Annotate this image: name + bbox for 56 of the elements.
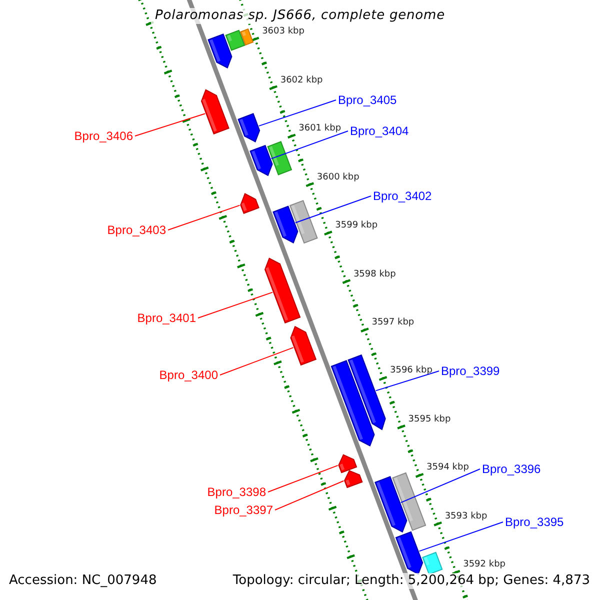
- gene-feature: [330, 360, 375, 447]
- gene-label: Bpro_3400: [159, 368, 218, 382]
- gene-feature: [338, 454, 358, 474]
- tick-label: 3593 kbp: [444, 512, 488, 522]
- gene-label: Bpro_3404: [350, 124, 409, 138]
- gene-feature: [238, 113, 260, 142]
- leader-line: [168, 204, 240, 230]
- tick-label: 3603 kbp: [262, 26, 304, 38]
- tick-label: 3592 kbp: [463, 560, 506, 571]
- gene-feature: [208, 33, 232, 69]
- leader-line: [400, 468, 480, 504]
- gene-label: Bpro_3399: [441, 364, 500, 378]
- gene-label: Bpro_3405: [338, 92, 397, 108]
- gene-feature: [392, 472, 426, 531]
- gene-feature: [344, 470, 363, 488]
- tick-label: 3598 kbp: [353, 269, 396, 280]
- gene-label: Bpro_3396: [482, 462, 541, 476]
- leader-line: [294, 196, 372, 224]
- tick-label: 3599 kbp: [335, 220, 378, 232]
- tick-label: 3601 kbp: [298, 124, 342, 135]
- leader-line: [418, 522, 504, 552]
- gene-feature: [289, 200, 318, 244]
- gene-feature: [374, 476, 408, 533]
- tick-label: 3595 kbp: [408, 414, 451, 426]
- gene-label: Bpro_3406: [74, 128, 133, 144]
- leader-line: [268, 464, 338, 492]
- leader-line: [375, 370, 440, 392]
- tick-label: 3597 kbp: [372, 318, 414, 328]
- gene-feature: [264, 258, 301, 324]
- gene-feature: [395, 531, 424, 575]
- gene-feature: [250, 144, 273, 176]
- gene-feature: [267, 141, 292, 176]
- leader-line: [134, 113, 206, 136]
- gene-label: Bpro_3397: [214, 502, 273, 518]
- tick-label: 3600 kbp: [316, 172, 360, 183]
- tick-label: 3596 kbp: [390, 366, 432, 377]
- leader-line: [274, 480, 344, 510]
- gene-feature: [240, 193, 260, 214]
- gene-feature: [225, 30, 246, 51]
- gene-label: Bpro_3403: [107, 222, 166, 238]
- gene-feature: [422, 552, 443, 575]
- gene-label: Bpro_3398: [207, 484, 266, 500]
- gene-feature: [200, 89, 230, 134]
- gene-feature: [290, 326, 317, 366]
- gene-feature: [240, 28, 254, 46]
- gene-label: Bpro_3402: [373, 188, 432, 204]
- gene-label: Bpro_3401: [137, 310, 196, 326]
- leader-line: [198, 292, 273, 318]
- gene-feature: [272, 206, 298, 244]
- tick-label: 3594 kbp: [426, 463, 469, 474]
- gene-label: Bpro_3395: [505, 514, 564, 530]
- tick-label: 3602 kbp: [280, 75, 323, 86]
- leader-line: [270, 130, 348, 160]
- gene-feature: [348, 354, 386, 430]
- leader-line: [258, 100, 336, 126]
- leader-line: [220, 347, 294, 376]
